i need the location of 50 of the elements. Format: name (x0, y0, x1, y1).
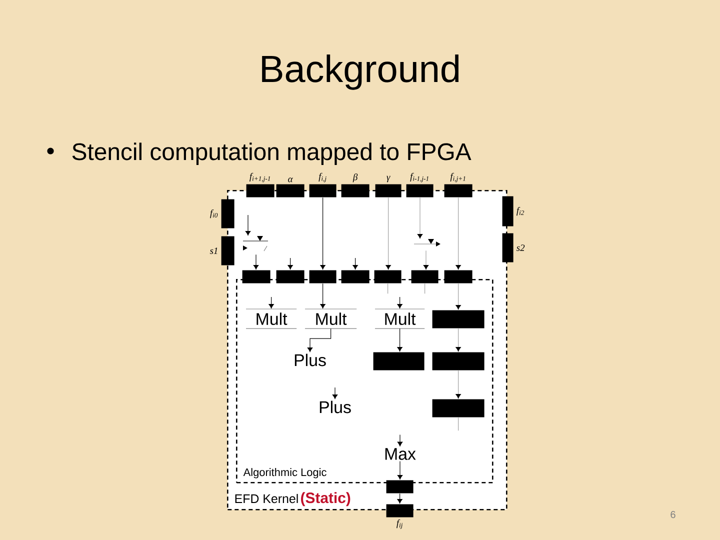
signal-label: f$_{i,j}$ (318, 172, 326, 182)
operator-label: Plus (294, 354, 326, 366)
connector-line (424, 283, 426, 294)
slide-title: Background (262, 54, 459, 90)
signal-label: f$_{i+1,j-1}$ (250, 172, 270, 182)
arrow (456, 370, 461, 398)
arrow (417, 197, 423, 238)
operator-box: Mult (374, 308, 425, 329)
arrow (320, 283, 326, 308)
arrow (397, 328, 402, 352)
block (432, 399, 484, 418)
signal-label: β (352, 174, 358, 182)
arrow (423, 250, 429, 270)
signal-label: s1 (210, 248, 218, 254)
arrow (245, 214, 251, 236)
arrow (268, 296, 274, 308)
junction-drawing (414, 239, 440, 246)
bullet-text: Stencil computation mapped to FPGA (72, 142, 472, 165)
arrow (253, 254, 259, 270)
arrow (397, 434, 403, 446)
block (432, 310, 484, 328)
signal-label: f$_{i-1,j-1}$ (410, 172, 428, 182)
signal-label: f$_{i0}$ (210, 209, 218, 218)
arrow (352, 258, 358, 270)
arrow (397, 493, 402, 504)
arrow (307, 328, 332, 352)
arrow (320, 197, 326, 270)
page-number: 6 (670, 511, 676, 518)
junction-drawing (242, 236, 268, 252)
arrow (456, 283, 461, 310)
block (432, 352, 484, 370)
operator-box: Mult (304, 308, 357, 329)
arrow (456, 328, 461, 352)
operator-label: Plus (320, 400, 351, 414)
signal-label: f$_{ij}$ (396, 519, 403, 529)
signal-label: α (288, 178, 293, 182)
block (373, 352, 424, 370)
signal-label: s2 (516, 244, 525, 251)
signal-label: γ (386, 176, 390, 182)
operator-box: Mult (246, 308, 297, 329)
connector-line (458, 417, 459, 431)
arrow (288, 258, 293, 270)
arrow (332, 387, 338, 399)
operator-label: Max (385, 448, 416, 460)
signal-label: f$_{i,j+1}$ (450, 172, 466, 182)
arrow (386, 197, 391, 270)
arrow (456, 197, 461, 270)
signal-label: f$_{i2}$ (516, 206, 524, 216)
arrow (397, 296, 402, 308)
arrow (397, 460, 403, 480)
